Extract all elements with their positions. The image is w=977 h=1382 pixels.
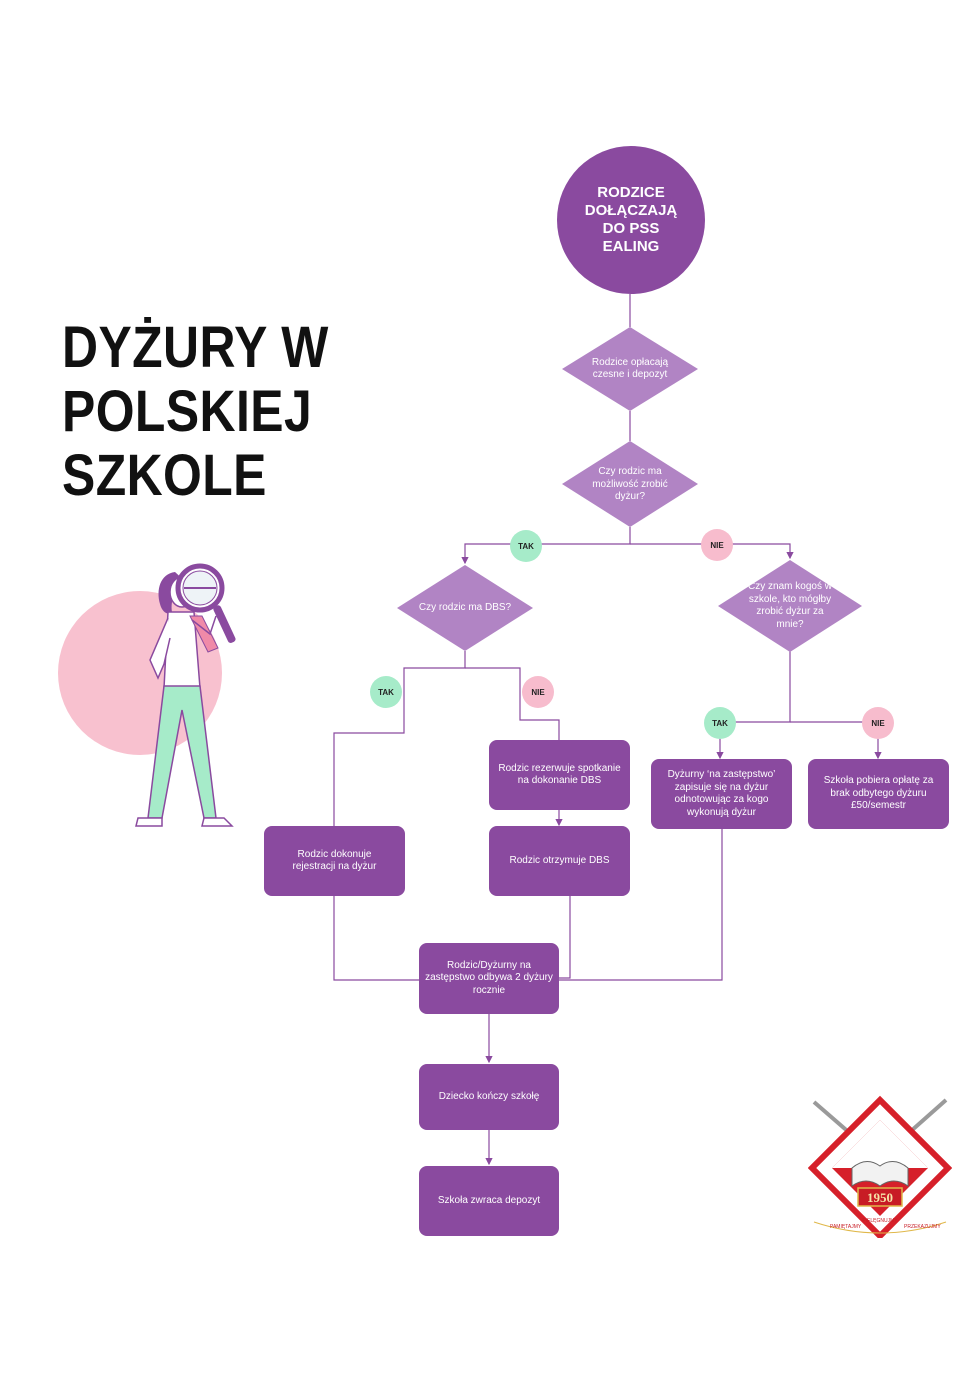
badge-no-2: NIE: [522, 676, 554, 708]
title-line-1: DYŻURY W: [62, 315, 329, 380]
logo-motto-center: PIELĘGNUJMY: [862, 1218, 898, 1224]
diamond-know-someone-text: Czy znam kogoś w szkole, kto mógłby zrob…: [748, 581, 832, 630]
school-logo: 1950 PAMIĘTAJMY PIELĘGNUJMY PRZEKAZUJMY: [808, 1095, 952, 1238]
start-node: RODZICE DOŁĄCZAJĄ DO PSS EALING: [557, 146, 705, 294]
diamond-know-someone: [718, 560, 862, 652]
title-line-3: SZKOLE: [62, 443, 267, 508]
node-two-duties: Rodzic/Dyżurny na zastępstwo odbywa 2 dy…: [419, 943, 559, 1014]
diamond-can-do-duty: [562, 441, 698, 527]
logo-year: 1950: [867, 1190, 893, 1205]
title-line-2: POLSKIEJ: [62, 379, 313, 444]
badge-no-3: NIE: [862, 707, 894, 739]
badge-yes-3: TAK: [704, 707, 736, 739]
page-title: DYŻURY W POLSKIEJ SZKOLE: [62, 316, 337, 508]
diamond-has-dbs: [397, 565, 533, 651]
node-book-dbs: Rodzic rezerwuje spotkanie na dokonanie …: [489, 740, 630, 810]
logo-motto-left: PAMIĘTAJMY: [830, 1224, 862, 1230]
diamond-has-dbs-text: Czy rodzic ma DBS?: [418, 601, 512, 613]
woman-magnifier-illustration: [135, 563, 236, 827]
diamond-can-do-duty-text: Czy rodzic ma możliwość zrobić dyżur?: [592, 466, 668, 503]
diamond-payment-text: Rodzice opłacają czesne i depozyt: [591, 356, 669, 381]
diamond-payment: [562, 327, 698, 411]
badge-yes-2: TAK: [370, 676, 402, 708]
node-return-deposit: Szkoła zwraca depozyt: [419, 1166, 559, 1236]
badge-no-1: NIE: [701, 529, 733, 561]
node-fee: Szkoła pobiera opłatę za brak odbytego d…: [808, 759, 949, 829]
badge-yes-1: TAK: [510, 530, 542, 562]
node-receive-dbs: Rodzic otrzymuje DBS: [489, 826, 630, 896]
node-substitute: Dyżurny ‘na zastępstwo’ zapisuje się na …: [651, 759, 792, 829]
logo-motto-right: PRZEKAZUJMY: [904, 1224, 941, 1230]
node-child-finishes: Dziecko kończy szkołę: [419, 1064, 559, 1130]
node-register-duty: Rodzic dokonuje rejestracji na dyżur: [264, 826, 405, 896]
